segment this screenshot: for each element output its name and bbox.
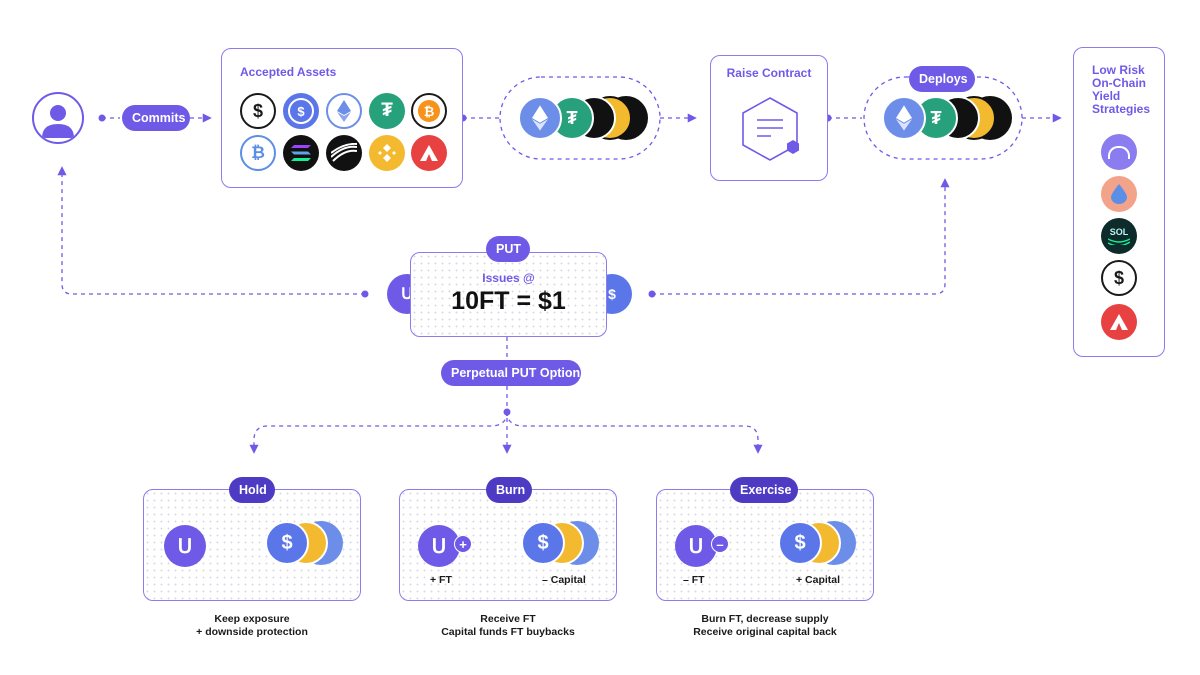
exercise-pill: Exercise	[730, 477, 798, 503]
user-avatar	[32, 92, 84, 144]
strategies-panel: Low Risk On-Chain Yield Strategies SOL $	[1073, 47, 1165, 357]
strategy-avax-icon	[1101, 304, 1137, 340]
hold-usdc-coin-icon: $	[265, 521, 309, 565]
burn-ft-coin-icon: ᑌ	[418, 525, 460, 567]
deployed-eth-icon	[882, 96, 926, 140]
burn-left-sublabel: + FT	[430, 574, 452, 586]
stack-eth-icon	[518, 96, 562, 140]
user-icon	[42, 105, 74, 138]
deploys-pill: Deploys	[909, 66, 975, 92]
deployed-stack-cluster: ₮	[882, 96, 1012, 140]
put-rate: 10FT = $1	[451, 287, 566, 315]
burn-usdc-coin-icon: $	[521, 521, 565, 565]
burn-pill: Burn	[486, 477, 532, 503]
exercise-caption: Burn FT, decrease supply Receive origina…	[693, 613, 837, 638]
sol-icon	[283, 135, 319, 171]
hold-caption: Keep exposure + downside protection	[196, 613, 308, 638]
put-pill: PUT	[486, 236, 530, 262]
commits-pill: Commits	[122, 105, 190, 131]
hold-pill: Hold	[229, 477, 275, 503]
exercise-ft-coin-icon: ᑌ	[675, 525, 717, 567]
exercise-left-sublabel: – FT	[683, 574, 705, 586]
usdc-icon: $	[283, 93, 319, 129]
exercise-usdc-coin-icon: $	[778, 521, 822, 565]
avax-icon	[411, 135, 447, 171]
strategy-morpho-icon	[1101, 134, 1137, 170]
burn-plus-badge: +	[454, 535, 472, 553]
strategy-sol-text: SOL	[1109, 227, 1129, 237]
asset-stack-cluster: ₮	[518, 96, 648, 140]
contract-icon	[742, 97, 799, 161]
accepted-assets-title: Accepted Assets	[240, 65, 337, 79]
perpetual-put-pill: Perpetual PUT Option	[441, 360, 581, 386]
stripe-coin-icon	[326, 135, 362, 171]
raise-contract-title: Raise Contract	[726, 66, 812, 80]
put-issues-label: Issues @	[482, 271, 535, 285]
exercise-panel: ᑌ – – FT $ + Capital	[656, 489, 874, 601]
burn-right-sublabel: – Capital	[542, 574, 586, 586]
bnb-icon	[369, 135, 405, 171]
put-panel: Issues @ 10FT = $1	[410, 252, 607, 337]
strategy-drop-icon	[1101, 176, 1137, 212]
btc-outline-icon: ₿	[411, 93, 447, 129]
accepted-assets-panel: Accepted Assets $ $ ₮ ₿ ₿	[221, 48, 463, 188]
usdt-icon: ₮	[369, 93, 405, 129]
hold-panel: ᑌ $	[143, 489, 361, 601]
exercise-right-sublabel: + Capital	[796, 574, 841, 586]
wbtc-icon: ₿	[240, 135, 276, 171]
usdc-outline-icon: $	[240, 93, 276, 129]
raise-contract-panel: Raise Contract	[710, 55, 828, 181]
eth-icon	[326, 93, 362, 129]
burn-panel: ᑌ + + FT $ – Capital	[399, 489, 617, 601]
burn-caption: Receive FT Capital funds FT buybacks	[441, 613, 575, 638]
strategy-usdc-icon: $	[1101, 260, 1137, 296]
hold-ft-coin-icon: ᑌ	[164, 525, 206, 567]
strategies-title: Low Risk On-Chain Yield Strategies	[1092, 63, 1151, 116]
strategy-sol-icon: SOL	[1101, 218, 1137, 254]
exercise-minus-badge: –	[711, 535, 729, 553]
